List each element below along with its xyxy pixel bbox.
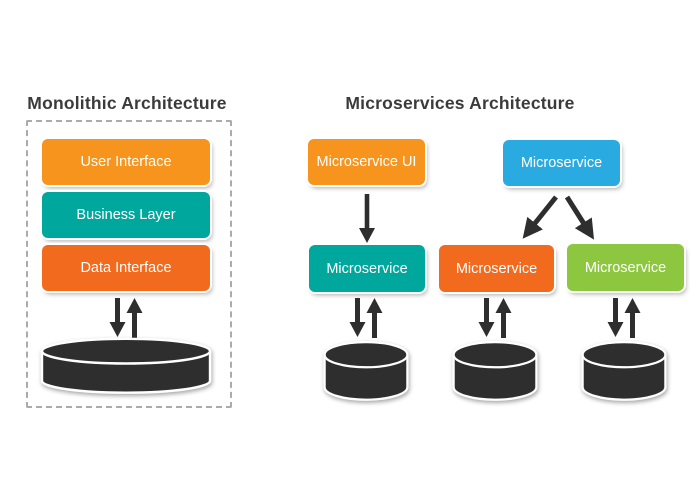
node-label: User Interface xyxy=(80,154,172,170)
up-down-arrows-icon xyxy=(109,298,143,338)
layer-data-interface: Data Interface xyxy=(42,245,210,291)
database-cylinder-icon xyxy=(323,340,409,401)
layer-business-layer: Business Layer xyxy=(42,192,210,238)
microservices-title: Microservices Architecture xyxy=(345,93,575,113)
node-label: Microservice xyxy=(455,260,538,277)
node-microservice-ui: Microservice UI xyxy=(308,139,425,185)
node-label: Microservice xyxy=(326,260,408,277)
monolith-boundary-box xyxy=(26,120,232,408)
node-microservice-orange: Microservice xyxy=(439,245,554,292)
node-microservice-teal: Microservice xyxy=(309,245,425,292)
node-label: Business Layer xyxy=(76,207,176,223)
node-microservice-blue: Microservice xyxy=(503,140,620,186)
database-cylinder-icon xyxy=(40,337,212,394)
node-label: Microservice UI xyxy=(316,154,417,170)
database-cylinder-icon xyxy=(581,340,667,401)
node-microservice-green: Microservice xyxy=(567,244,684,291)
up-down-arrows-icon xyxy=(478,298,512,338)
node-label: Microservice xyxy=(584,259,667,276)
node-label: Data Interface xyxy=(80,260,172,276)
branch-arrows-icon xyxy=(522,195,595,240)
database-cylinder-icon xyxy=(452,340,538,401)
monolithic-title: Monolithic Architecture xyxy=(27,93,227,113)
layer-user-interface: User Interface xyxy=(42,139,210,185)
down-arrow-icon xyxy=(359,194,375,243)
node-label: Microservice xyxy=(520,155,603,171)
up-down-arrows-icon xyxy=(349,298,383,338)
up-down-arrows-icon xyxy=(607,298,641,338)
